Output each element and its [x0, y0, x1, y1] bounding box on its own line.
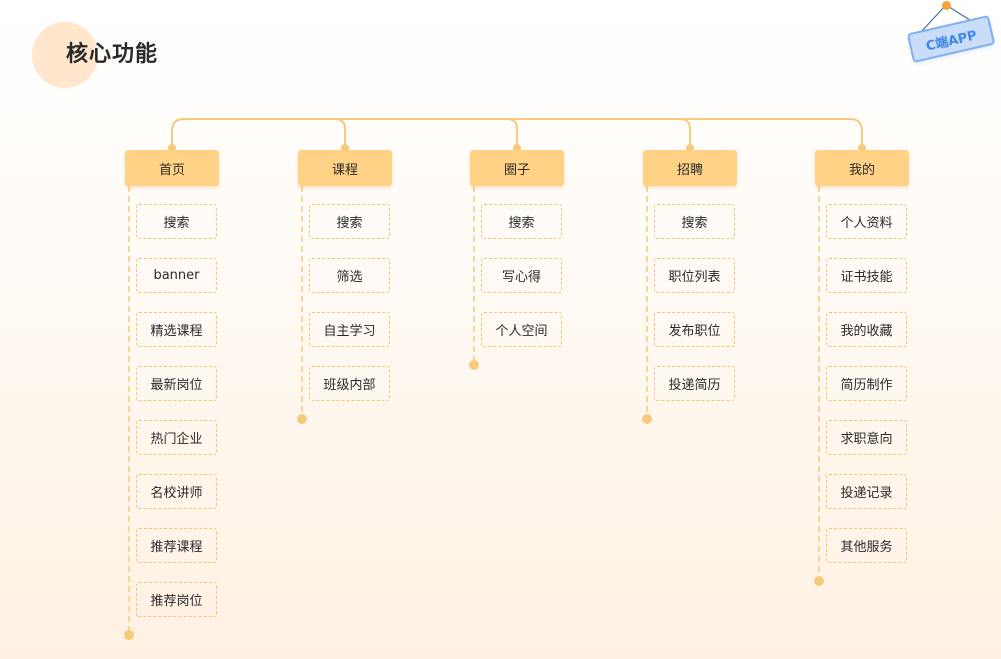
feature-item[interactable]: 投递简历	[654, 366, 735, 401]
module-header[interactable]: 首页	[125, 150, 219, 186]
column-end-dot	[469, 360, 479, 370]
page-title: 核心功能	[66, 42, 159, 67]
feature-item[interactable]: 投递记录	[826, 474, 907, 509]
feature-item[interactable]: 筛选	[309, 258, 390, 293]
feature-item[interactable]: 推荐岗位	[136, 582, 217, 617]
feature-item[interactable]: 搜索	[309, 204, 390, 239]
feature-item[interactable]: 个人空间	[481, 312, 562, 347]
feature-item[interactable]: banner	[136, 258, 217, 293]
branch-curve	[334, 118, 346, 150]
branch-curve	[679, 118, 691, 150]
module-header[interactable]: 课程	[298, 150, 392, 186]
feature-item[interactable]: 简历制作	[826, 366, 907, 401]
feature-item[interactable]: 搜索	[136, 204, 217, 239]
feature-item[interactable]: 证书技能	[826, 258, 907, 293]
feature-item[interactable]: 发布职位	[654, 312, 735, 347]
branch-curve	[506, 118, 518, 150]
module-header[interactable]: 招聘	[643, 150, 737, 186]
column-end-dot	[124, 630, 134, 640]
feature-item[interactable]: 其他服务	[826, 528, 907, 563]
column-end-dot	[642, 414, 652, 424]
feature-item[interactable]: 最新岗位	[136, 366, 217, 401]
column-end-dot	[814, 576, 824, 586]
feature-item[interactable]: 我的收藏	[826, 312, 907, 347]
feature-item[interactable]: 求职意向	[826, 420, 907, 455]
feature-item[interactable]: 搜索	[481, 204, 562, 239]
feature-item[interactable]: 自主学习	[309, 312, 390, 347]
feature-item[interactable]: 写心得	[481, 258, 562, 293]
feature-item[interactable]: 精选课程	[136, 312, 217, 347]
top-bracket-line	[171, 118, 863, 150]
feature-item[interactable]: 个人资料	[826, 204, 907, 239]
app-badge: C端APP	[903, 0, 996, 70]
module-header[interactable]: 我的	[815, 150, 909, 186]
column-end-dot	[297, 414, 307, 424]
feature-item[interactable]: 热门企业	[136, 420, 217, 455]
feature-item[interactable]: 职位列表	[654, 258, 735, 293]
badge-nail-icon	[942, 1, 951, 10]
feature-item[interactable]: 班级内部	[309, 366, 390, 401]
module-header[interactable]: 圈子	[470, 150, 564, 186]
feature-item[interactable]: 搜索	[654, 204, 735, 239]
feature-item[interactable]: 名校讲师	[136, 474, 217, 509]
title-decoration-circle	[32, 22, 98, 88]
feature-item[interactable]: 推荐课程	[136, 528, 217, 563]
